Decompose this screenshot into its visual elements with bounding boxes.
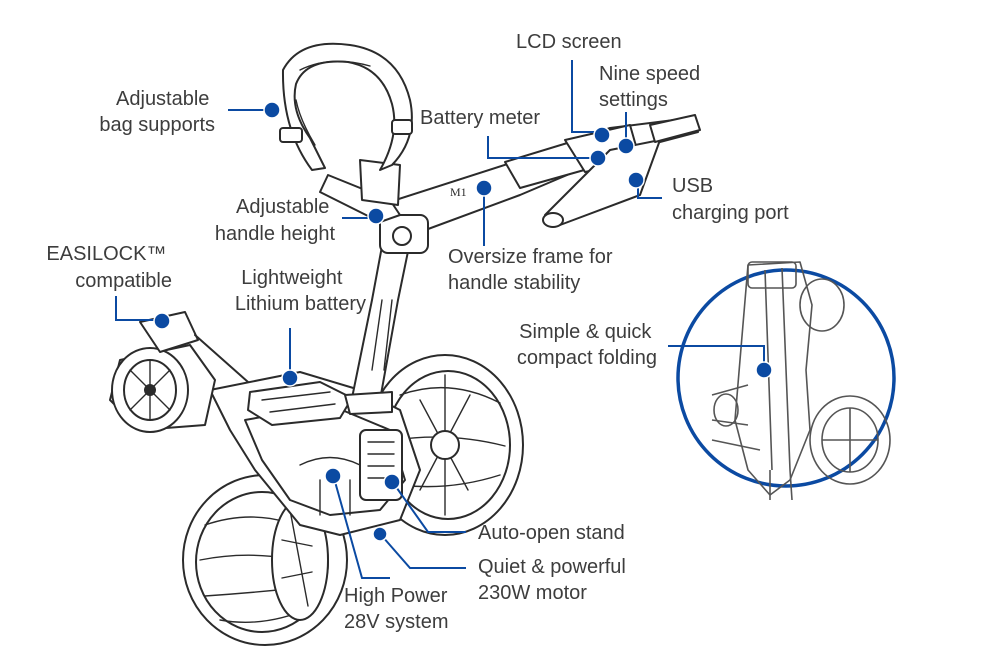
lcd-screen-marker bbox=[593, 126, 611, 144]
auto-open-stand-marker bbox=[383, 473, 401, 491]
battery-meter-marker bbox=[589, 149, 607, 167]
front-wheel bbox=[109, 311, 249, 433]
motor-label: Quiet & powerful 230W motor bbox=[478, 556, 631, 604]
handle-marking: M1 bbox=[450, 185, 467, 199]
easilock-marker bbox=[153, 312, 171, 330]
folded-trolley-inset bbox=[676, 261, 896, 501]
bag-supports-marker bbox=[263, 101, 281, 119]
callout-labels: Adjustable bag supports LCD screen Nine … bbox=[46, 31, 789, 633]
auto-open-stand-label: Auto-open stand bbox=[478, 522, 625, 544]
easilock-label: EASILOCK™ compatible bbox=[46, 243, 172, 292]
usb-port-marker bbox=[627, 171, 645, 189]
battery-meter-label: Battery meter bbox=[420, 107, 540, 129]
trolley-illustration: M1 bbox=[109, 42, 701, 646]
compact-folding-label: Simple & quick compact folding bbox=[517, 321, 657, 369]
lithium-battery-marker bbox=[281, 369, 299, 387]
lithium-battery-label: Lightweight Lithium battery bbox=[235, 267, 366, 315]
leader-lines bbox=[115, 60, 773, 579]
oversize-frame-label: Oversize frame for handle stability bbox=[448, 246, 618, 294]
power-system-label: High Power 28V system bbox=[344, 585, 453, 633]
power-system-marker bbox=[324, 467, 342, 485]
handle-height-label: Adjustable handle height bbox=[215, 196, 336, 245]
motor-marker bbox=[372, 526, 388, 542]
usb-port-label: USB charging port bbox=[672, 175, 789, 224]
speed-settings-marker bbox=[617, 137, 635, 155]
oversize-frame-marker bbox=[475, 179, 493, 197]
bag-supports-label: Adjustable bag supports bbox=[99, 88, 215, 136]
lcd-screen-label: LCD screen bbox=[516, 31, 622, 53]
speed-settings-label: Nine speed settings bbox=[599, 63, 706, 111]
handle-assembly: M1 bbox=[379, 114, 701, 254]
compact-folding-marker bbox=[755, 361, 773, 379]
handle-height-marker bbox=[367, 207, 385, 225]
